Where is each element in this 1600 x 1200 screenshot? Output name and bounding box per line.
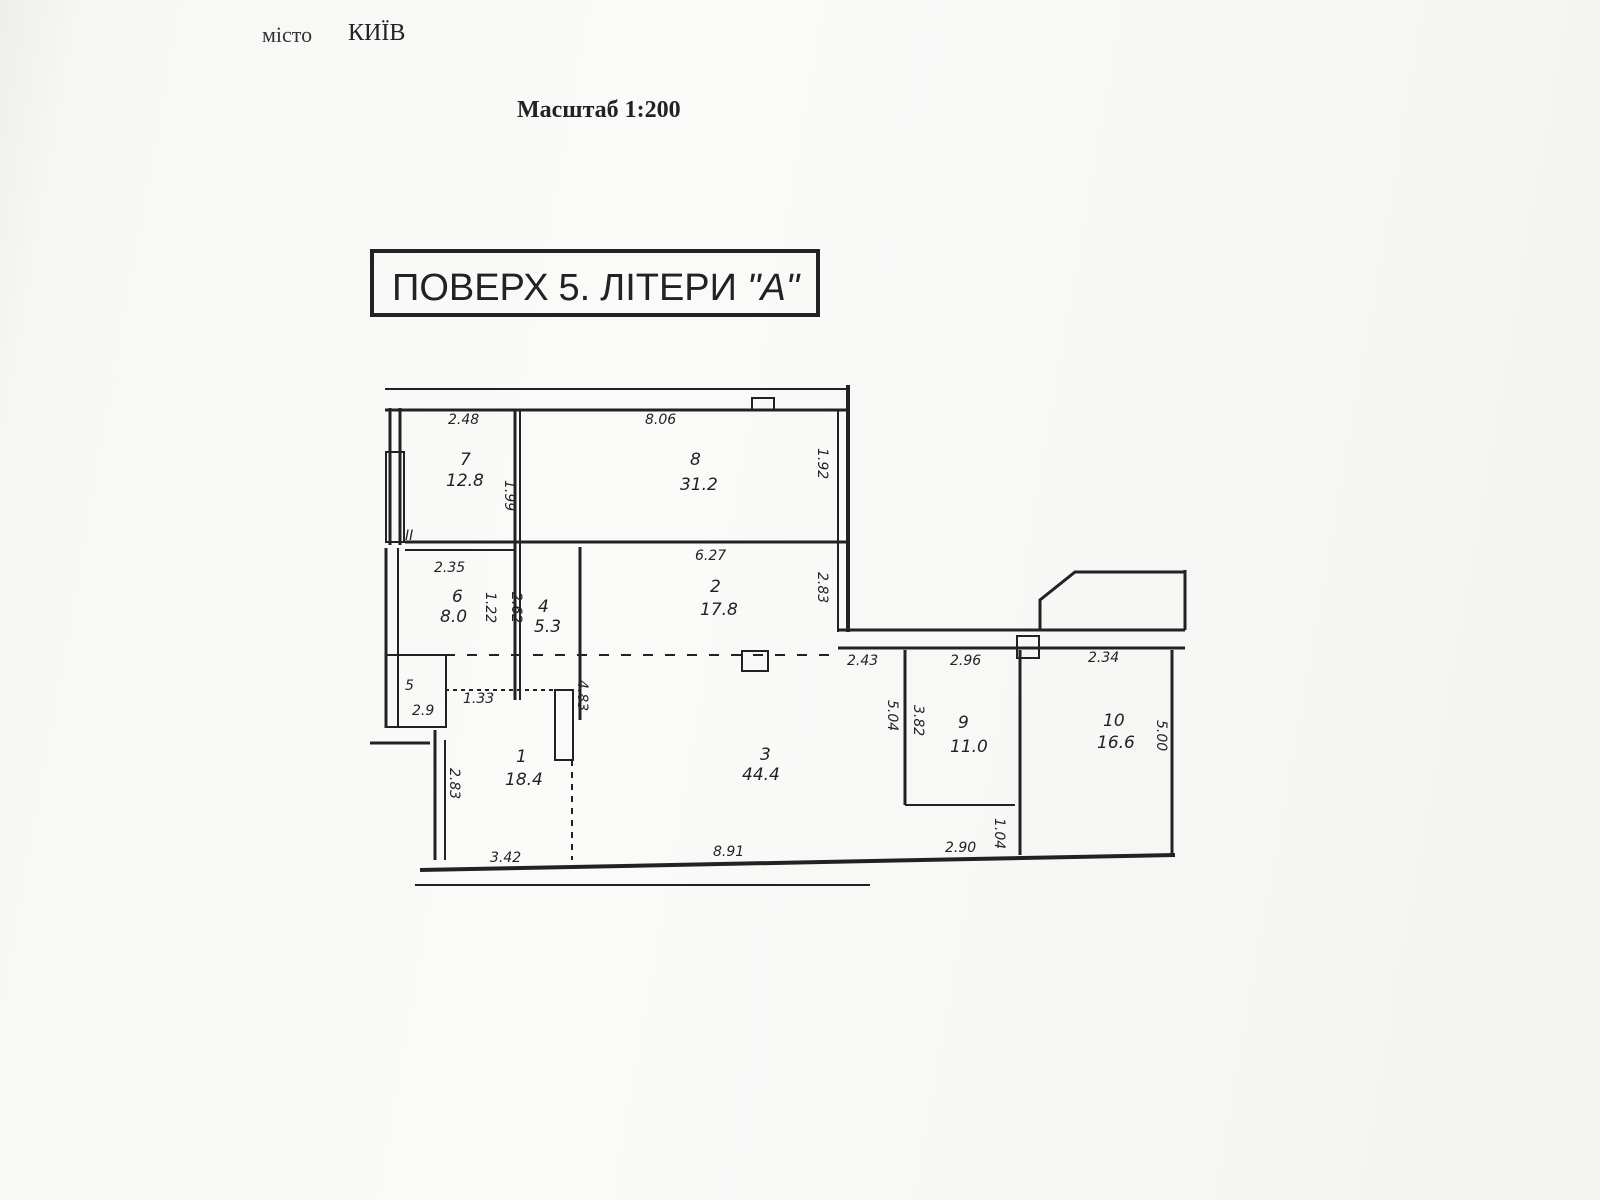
- city-name: КИЇВ: [348, 20, 406, 46]
- title-prefix: ПОВЕРХ: [392, 267, 549, 309]
- title-letter: "А": [747, 267, 801, 309]
- dimension: 2.48: [448, 412, 479, 428]
- room-number: 8: [690, 450, 701, 470]
- dimension: 3.42: [490, 850, 521, 866]
- walls: [370, 385, 1187, 886]
- dimension: 1.33: [463, 691, 494, 707]
- dimension: 2.83: [446, 768, 462, 799]
- dimension: 3.82: [910, 705, 926, 736]
- room-number: 5: [405, 678, 414, 694]
- dimension: 2.35: [434, 560, 465, 576]
- dimension: 5.00: [1153, 720, 1169, 751]
- room-number: 1: [516, 747, 527, 767]
- dimension-labels: 2.48 8.06 1.99 1.92 2.35 6.27 2.83 1.22 …: [434, 412, 1169, 866]
- room-number: 9: [958, 713, 969, 733]
- dimension: 8.06: [645, 412, 676, 428]
- room-area: 11.0: [950, 737, 988, 757]
- dimension: 6.27: [695, 548, 726, 564]
- room-number: 7: [460, 450, 471, 470]
- dimension: 2.83: [814, 572, 830, 603]
- room-area: 2.9: [412, 703, 434, 719]
- dimension: 2.34: [1088, 650, 1119, 666]
- room-area: 5.3: [534, 617, 561, 637]
- dimension: 2.62: [508, 592, 524, 623]
- dimension: 5.04: [884, 700, 900, 731]
- room-area: 18.4: [505, 770, 543, 790]
- title-middle: ЛІТЕРИ: [600, 267, 737, 309]
- room-number: 3: [760, 745, 771, 765]
- room-area: 16.6: [1097, 733, 1135, 753]
- scale-label: Масштаб 1:200: [517, 97, 681, 123]
- room-number: 10: [1103, 711, 1125, 731]
- room-area: 31.2: [680, 475, 718, 495]
- dimension: 1.22: [482, 592, 498, 623]
- room-area: 17.8: [700, 600, 738, 620]
- room-number: 4: [538, 597, 549, 617]
- dimension: 8.91: [713, 844, 744, 860]
- dimension: 1.99: [501, 480, 517, 511]
- dimension: 2.90: [945, 840, 976, 856]
- title-floor: 5.: [559, 267, 591, 309]
- room-number: 2: [710, 577, 721, 597]
- room-area: 8.0: [440, 607, 467, 627]
- shaft-mark: ІІ: [405, 528, 413, 544]
- dimension: 4.83: [574, 680, 590, 711]
- dimension: 2.43: [847, 653, 878, 669]
- dimension: 1.04: [991, 818, 1007, 849]
- room-labels: 7 12.8 8 31.2 2 17.8 6 8.0 4 5.3 5 2.9 1…: [405, 450, 1135, 790]
- room-area: 12.8: [446, 471, 484, 491]
- room-area: 44.4: [742, 765, 780, 785]
- city-label: місто: [262, 22, 313, 47]
- dimension: 1.92: [814, 448, 830, 479]
- room-number: 6: [452, 587, 463, 607]
- dimension: 2.96: [950, 653, 981, 669]
